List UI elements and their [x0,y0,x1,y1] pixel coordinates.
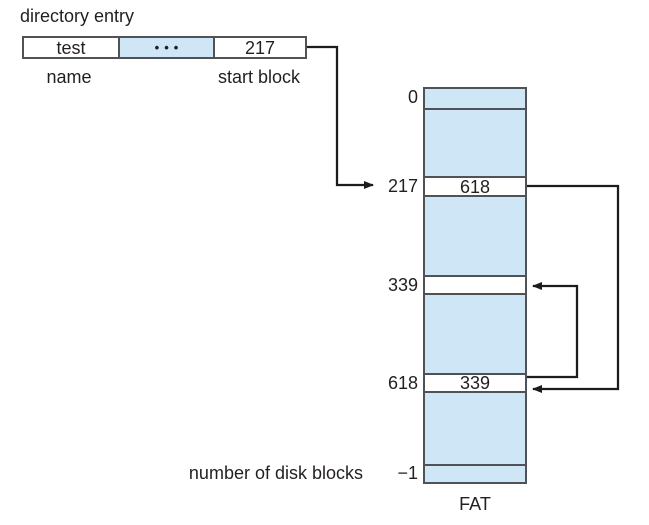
fat-217-to-618-arrow [527,184,620,393]
directory-entry-box: test ••• 217 [22,36,307,59]
fat-entry-618: 339 [425,373,525,393]
number-of-disk-blocks-label: number of disk blocks [188,463,363,483]
fat-caption: FAT [459,494,491,514]
start-block-to-217-arrow [307,45,374,189]
start-block-label: start block [217,67,301,87]
fat-table: 618 339 [423,87,527,484]
fat-index-0: 0 [407,87,418,107]
fat-last-row-divider [425,464,525,466]
directory-entry-ellipsis-cell: ••• [118,38,213,57]
fat-entry-217-value: 618 [459,176,491,197]
fat-index-339: 339 [387,275,418,295]
fat-entry-339 [425,275,525,295]
directory-entry-name-cell: test [56,37,86,58]
fat-row0-divider [425,108,525,110]
fat-index-618: 618 [387,373,418,393]
fat-entry-618-value: 339 [459,373,491,393]
fat-index-minus-1: −1 [397,463,418,483]
directory-entry-start-block-cell: 217 [213,38,305,57]
name-label: name [46,67,92,87]
fat-index-217: 217 [387,176,418,196]
directory-entry-title: directory entry [20,6,135,26]
fat-618-to-339-arrow [527,282,579,379]
fat-entry-217: 618 [425,176,525,197]
